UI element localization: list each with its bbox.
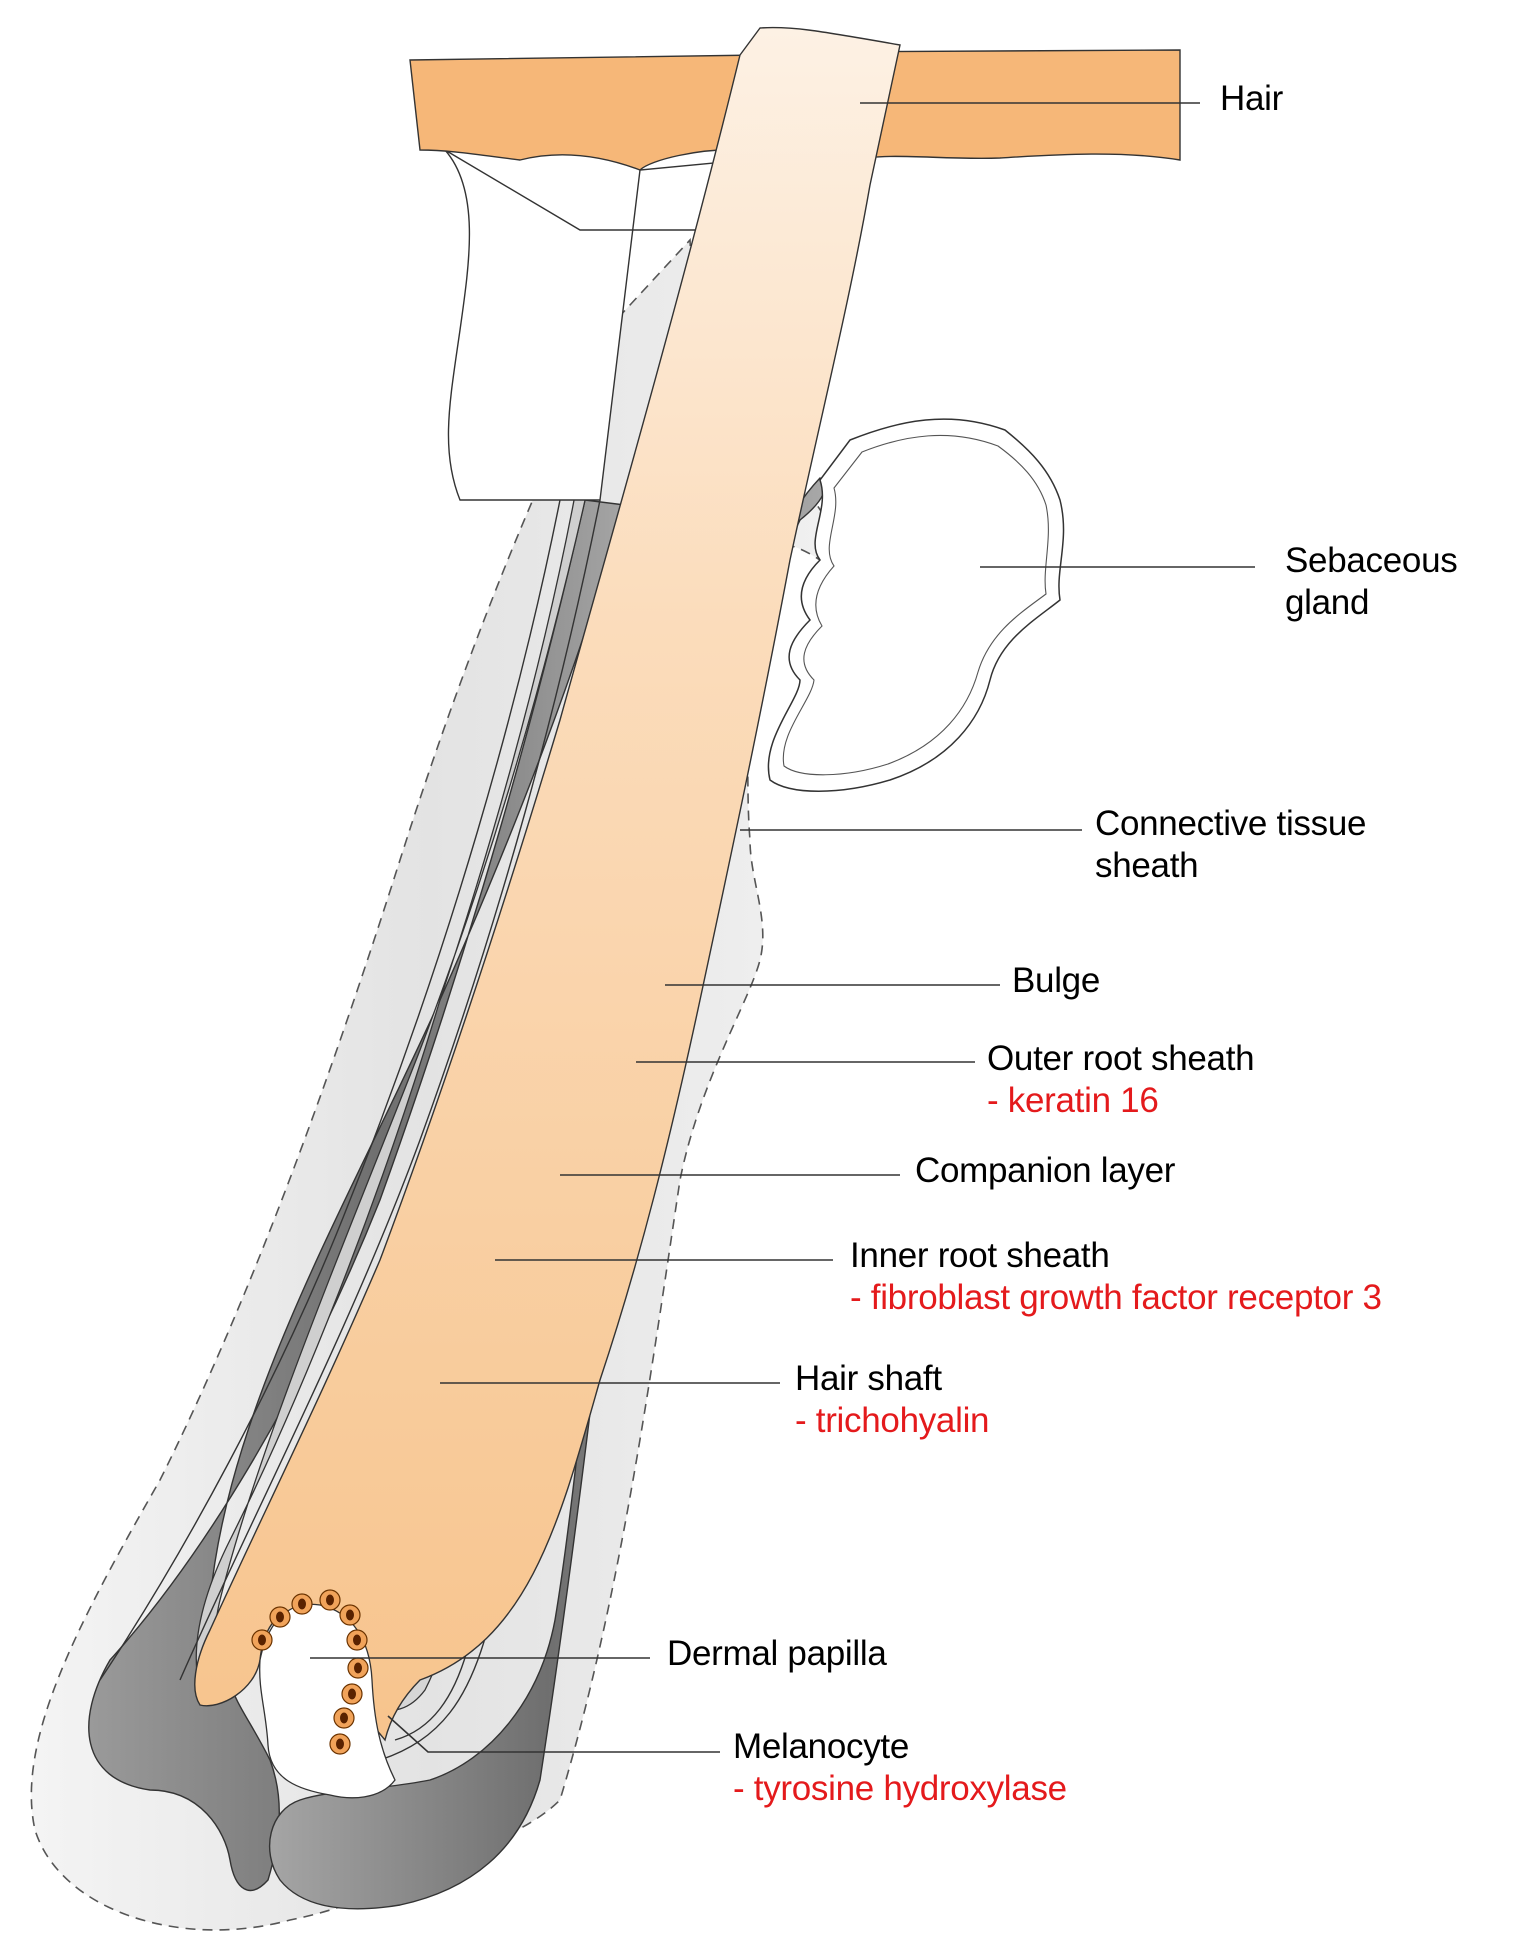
label-sebaceous-title-2: gland xyxy=(1285,583,1370,622)
label-inner-root-marker: - fibroblast growth factor receptor 3 xyxy=(850,1278,1382,1317)
label-melanocyte-marker: - tyrosine hydroxylase xyxy=(733,1769,1067,1808)
companion-line-left-2 xyxy=(179,499,601,1681)
companion-layer-left xyxy=(99,499,561,1681)
melanocyte-cell xyxy=(333,1707,355,1729)
label-hair-shaft-title: Hair shaft xyxy=(795,1359,942,1398)
label-hair-shaft: Hair shaft - trichohyalin xyxy=(795,1358,990,1442)
label-bulge: Bulge xyxy=(1012,960,1100,1002)
label-connective-title: Connective tissue xyxy=(1095,804,1367,843)
sebaceous-gland-inner xyxy=(782,434,1049,776)
melanocyte-cell xyxy=(339,1604,361,1626)
label-bulge-title: Bulge xyxy=(1012,961,1101,1000)
label-dermal-papilla: Dermal papilla xyxy=(667,1633,887,1675)
outer-root-sheath-left xyxy=(88,499,626,1892)
label-outer-root-title: Outer root sheath xyxy=(987,1039,1255,1078)
melanocyte-cell xyxy=(346,1629,368,1651)
label-hair-shaft-marker: - trichohyalin xyxy=(795,1401,990,1440)
melanocyte-cell xyxy=(291,1593,313,1615)
dermal-papilla xyxy=(259,1603,396,1799)
sebaceous-gland xyxy=(767,418,1065,792)
melanocyte-cell xyxy=(329,1733,351,1755)
melanocyte-cell xyxy=(319,1589,341,1611)
melanocyte-cell xyxy=(269,1606,291,1628)
label-inner-root-sheath: Inner root sheath - fibroblast growth fa… xyxy=(850,1235,1382,1319)
melanocyte-cell xyxy=(341,1683,363,1705)
label-hair-title: Hair xyxy=(1220,79,1283,118)
melanocyte-cell xyxy=(347,1657,369,1679)
label-inner-root-title: Inner root sheath xyxy=(850,1236,1110,1275)
label-outer-root-marker: - keratin 16 xyxy=(987,1081,1159,1120)
label-melanocyte-title: Melanocyte xyxy=(733,1727,909,1766)
label-companion-layer: Companion layer xyxy=(915,1150,1175,1192)
label-dermal-papilla-title: Dermal papilla xyxy=(667,1634,887,1673)
label-companion-title: Companion layer xyxy=(915,1151,1176,1190)
label-sebaceous-title: Sebaceous xyxy=(1285,541,1458,580)
melanocyte-cell xyxy=(251,1629,273,1651)
label-sebaceous-gland: Sebaceous gland xyxy=(1285,540,1458,624)
label-connective-tissue-sheath: Connective tissue sheath xyxy=(1095,803,1366,887)
skin-surface-left xyxy=(409,54,761,171)
melanocyte-cells xyxy=(251,1589,369,1755)
label-hair: Hair xyxy=(1220,78,1283,120)
label-outer-root-sheath: Outer root sheath - keratin 16 xyxy=(987,1038,1255,1122)
melanocyte-leader xyxy=(387,1715,720,1753)
label-connective-title-2: sheath xyxy=(1095,846,1199,885)
label-melanocyte: Melanocyte - tyrosine hydroxylase xyxy=(733,1726,1067,1810)
